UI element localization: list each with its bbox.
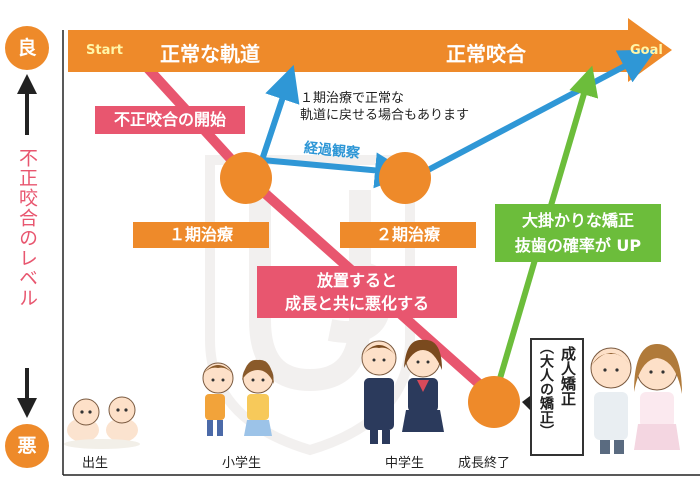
major-correction-line1: 大掛かりな矯正: [521, 211, 634, 230]
adult-couple-icon: [590, 344, 682, 454]
return-to-normal-arrow: [259, 64, 300, 161]
adult-correction-line1: 成人矯正: [559, 346, 577, 406]
adult-correction-line2: （大人の矯正）: [538, 340, 554, 438]
neglect-line1: 放置すると: [316, 271, 397, 290]
adult-box-pointer: [522, 396, 530, 410]
phase1-label: １期治療: [133, 222, 269, 248]
phase1-node: [220, 152, 272, 204]
return-note-line1: １期治療で正常な: [300, 91, 405, 106]
neglect-warning-box: 放置すると 成長と共に悪化する: [257, 266, 457, 318]
baby-twins-icon: [64, 396, 140, 449]
normal-path-arrow: [68, 18, 672, 82]
goal-label: Goal: [630, 43, 663, 58]
phase2-label: ２期治療: [340, 222, 476, 248]
major-correction-line2: 抜歯の確率が UP: [514, 236, 642, 255]
junior-high-students-icon: [361, 339, 444, 444]
good-level-marker: [5, 26, 49, 70]
level-axis-title: 不正咬合のレベル: [15, 148, 39, 308]
normal-occlusion-label: 正常咬合: [446, 42, 526, 66]
bad-level-label: 悪: [17, 435, 37, 457]
start-label: Start: [86, 43, 123, 58]
bad-start-label: 不正咬合の開始: [95, 106, 245, 134]
timeline-birth: 出生: [82, 456, 109, 471]
major-correction-box: 大掛かりな矯正 抜歯の確率が UP: [495, 204, 661, 262]
observe-arrow: [261, 152, 411, 189]
bad-level-marker: [5, 424, 49, 468]
growth-end-node: [468, 376, 520, 428]
neglect-line2: 成長と共に悪化する: [284, 294, 429, 313]
adult-correction-box: 成人矯正 （大人の矯正）: [530, 338, 584, 456]
return-note-line2: 軌道に戻せる場合もあります: [300, 108, 470, 123]
phase2-to-goal-arrow: [426, 49, 656, 173]
good-level-label: 良: [17, 37, 37, 59]
normal-path-label: 正常な軌道: [160, 42, 260, 66]
phase2-node: [379, 152, 431, 204]
timeline-elementary: 小学生: [222, 456, 262, 471]
timeline-junior-high: 中学生: [385, 456, 425, 471]
timeline-growth-end: 成長終了: [458, 456, 511, 471]
elementary-children-icon: [202, 359, 274, 436]
